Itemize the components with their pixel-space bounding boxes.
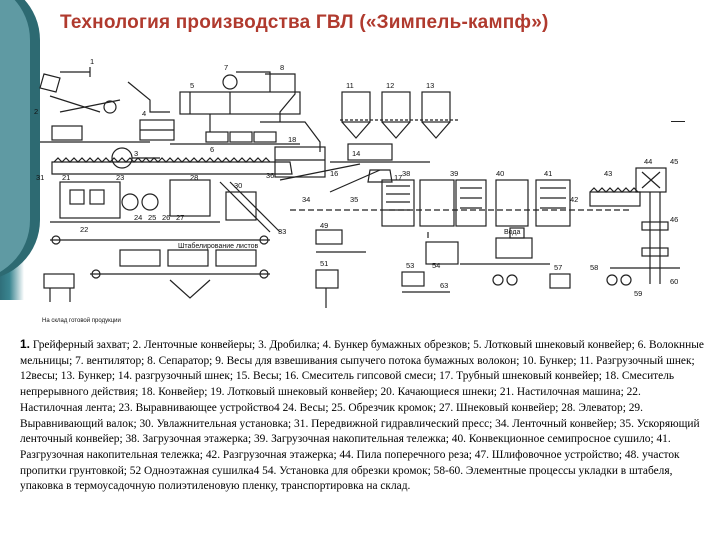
label-46: 46 [670,215,678,224]
decorative-dash [671,121,685,122]
slide-title: Технология производства ГВЛ («Зимпель-ка… [60,12,549,33]
label-60: 60 [670,277,678,286]
label-36: 36 [266,171,274,180]
slide-decoration-curve-inner [0,0,30,280]
label-21: 21 [62,173,70,182]
label-24: 24 [134,213,142,222]
label-to-warehouse: На склад готовой продукции [42,317,121,324]
process-diagram: 1 2 3 4 5 6 7 8 11 12 13 14 16 17 18 21 … [34,57,680,324]
label-43: 43 [604,169,612,178]
label-38: 38 [402,169,410,178]
label-49: 49 [320,221,328,230]
bins-section [274,91,460,193]
label-11: 11 [346,81,354,90]
label-42: 42 [570,195,578,204]
label-51: 51 [320,259,328,268]
label-8: 8 [280,63,284,72]
label-45: 45 [670,157,678,166]
label-39: 39 [450,169,458,178]
forming-line [43,157,293,302]
label-3: 3 [134,149,138,158]
label-40: 40 [496,169,504,178]
label-25: 25 [148,213,156,222]
label-14: 14 [352,149,360,158]
label-35: 35 [350,195,358,204]
label-30: 30 [234,181,242,190]
legend-caption: 1. Грейферный захват; 2. Ленточные конве… [20,337,704,495]
label-58: 58 [590,263,598,272]
label-1: 1 [90,57,94,66]
label-17: 17 [394,173,402,182]
label-26: 26 [162,213,170,222]
label-18: 18 [288,135,296,144]
label-34: 34 [302,195,310,204]
label-41: 41 [544,169,552,178]
label-stacking: Штабелирование листов [178,242,258,250]
water-unit [315,227,632,308]
label-7: 7 [224,63,228,72]
label-22: 22 [80,225,88,234]
label-28: 28 [190,173,198,182]
label-57: 57 [554,263,562,272]
label-59: 59 [634,289,642,298]
label-23: 23 [116,173,124,182]
label-13: 13 [426,81,434,90]
label-54: 54 [432,261,440,270]
grab-section [39,67,175,169]
label-4: 4 [142,109,146,118]
label-63: 63 [440,281,448,290]
label-2: 2 [34,107,38,116]
legend-lead-number: 1. [20,337,31,351]
label-44: 44 [644,157,652,166]
label-16: 16 [330,169,338,178]
label-6: 6 [210,145,214,154]
label-31: 31 [36,173,44,182]
label-53: 53 [406,261,414,270]
label-5: 5 [190,81,194,90]
label-33: 33 [278,227,286,236]
legend-text: Грейферный захват; 2. Ленточные конвейер… [20,339,704,493]
label-27: 27 [176,213,184,222]
label-water: Вода [504,229,520,236]
drying-line [290,167,680,284]
label-12: 12 [386,81,394,90]
